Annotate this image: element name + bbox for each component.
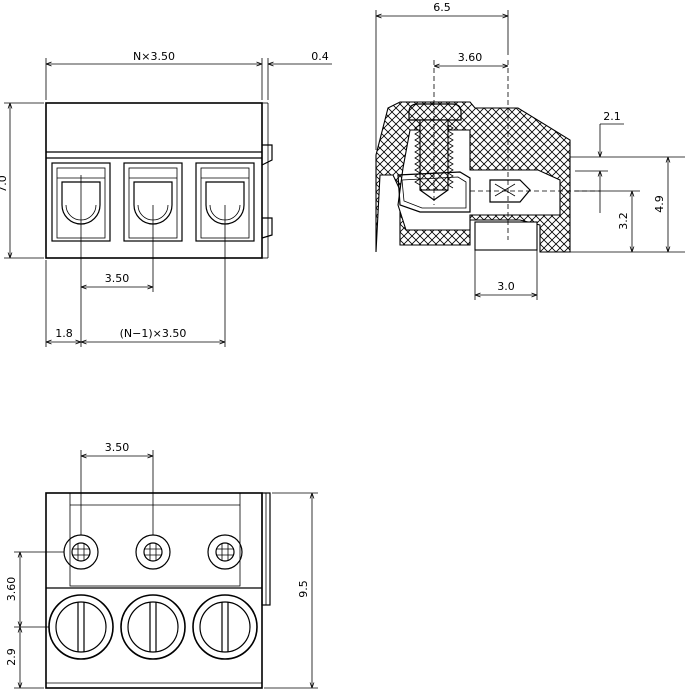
- dim-gap: 0.4: [311, 50, 329, 63]
- screw-head: [135, 534, 171, 570]
- dim-opening: 2.1: [603, 110, 621, 123]
- screw-head: [63, 534, 99, 570]
- dim-total-width: N×3.50: [133, 50, 175, 63]
- dim-n-minus-1: (N−1)×3.50: [120, 327, 187, 340]
- dim-top-pitch: 3.50: [105, 441, 130, 454]
- dim-total-height: 9.5: [297, 580, 310, 598]
- wire-entry: [120, 594, 186, 660]
- dim-height: 7.0: [0, 175, 9, 193]
- dim-screw-pos: 3.60: [458, 51, 483, 64]
- side-section-view: 6.5 3.60 2.1 3.2 4.9 3.0: [375, 1, 685, 300]
- wire-entry: [48, 594, 114, 660]
- front-housing: [45, 102, 263, 259]
- top-view: 3.50 3.60 2.9 9.5: [5, 441, 318, 689]
- dim-wire-height: 3.2: [617, 212, 630, 230]
- dim-offset: 1.8: [55, 327, 73, 340]
- dim-pitch: 3.50: [105, 272, 130, 285]
- dim-screw-row: 3.60: [5, 577, 18, 602]
- screw-head: [207, 534, 243, 570]
- dim-depth: 6.5: [433, 1, 451, 14]
- front-view: N×3.50 0.4 7.0 3.50 1.8 (N−1)×3.50: [0, 50, 332, 347]
- dim-wire-row: 2.9: [5, 648, 18, 666]
- wire-entry: [192, 594, 258, 660]
- dim-body-height: 4.9: [653, 195, 666, 213]
- dim-slot-width: 3.0: [497, 280, 515, 293]
